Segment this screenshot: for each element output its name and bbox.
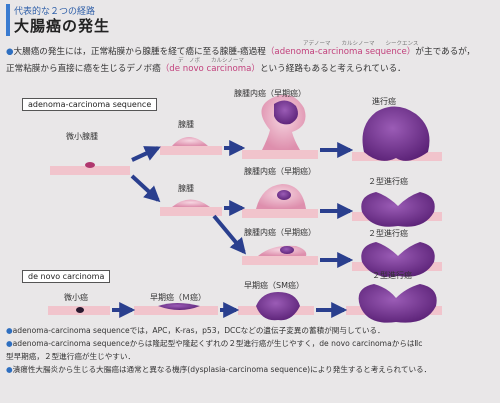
intro-text-1a: 大腸癌の発生には，正常粘膜から腺腫を経て癌に至る腺腫‐癌過程 [13,47,266,57]
label-adenoma: 腺腫 [178,120,194,129]
note-text: adenoma‐carcinoma sequenceでは，APC，K‐ras，p… [12,326,385,335]
type2-advanced-cancer-lesion [361,192,435,227]
label-type2-advanced: ２型進行癌 [368,229,408,238]
label-micro-adenoma: 微小腺腫 [66,132,98,141]
bullet-icon: ● [6,365,13,374]
label-early-m-cancer: 早期癌（Ｍ癌） [150,293,206,302]
progression-arrow [131,146,161,162]
note-item: ●adenoma‐carcinoma sequenceからは隆起型や隆起くずれの… [6,337,496,350]
page-title: 大腸癌の発生 [14,17,111,35]
bullet-icon: ● [6,326,13,335]
intro-paragraph: ●大腸癌の発生には，正常粘膜から腺腫を経て癌に至る腺腫‐癌過程（adenoma‐… [6,44,494,78]
progression-arrow [212,214,247,255]
label-early-sm-cancer: 早期癌（SM癌） [244,281,304,290]
denovo-section-tag: de novo carcinoma [22,270,111,283]
section-eyebrow: 代表的な２つの経路 [14,7,96,17]
type2-advanced-cancer-lesion [358,284,437,323]
intro-text-2b: という経路もあると考えられている． [259,64,406,74]
intramucosal-cancer-focus [280,246,294,254]
mucosa-strip [242,209,318,218]
header-accent-bar [6,4,10,36]
note-text: 型早期癌，２型進行癌が生じやすい． [6,352,136,361]
label-adenoma: 腺腫 [178,184,194,193]
advanced-cancer-lesion [362,106,430,161]
label-intramucosal-cancer: 腺腫内癌（早期癌） [244,167,316,176]
sequence-section-tag: adenoma-carcinoma sequence [22,98,158,111]
note-item: ●adenoma‐carcinoma sequenceでは，APC，K‐ras，… [6,324,496,337]
mucosa-strip [160,207,222,216]
intro-line-1: ●大腸癌の発生には，正常粘膜から腺腫を経て癌に至る腺腫‐癌過程（adenoma‐… [6,44,494,61]
label-intramucosal-cancer: 腺腫内癌（早期癌） [244,228,316,237]
label-advanced-cancer: 進行癌 [372,97,396,106]
intro-text-2a: 正常粘膜から直接に癌を生じるデノボ癌 [6,64,161,74]
progression-arrow [130,174,161,203]
mucosa-strip [242,150,318,159]
bullet-icon: ● [6,339,13,348]
micro-cancer-lesion [76,307,84,313]
intramucosal-cancer-focus [277,190,291,200]
m-cancer-lesion [158,303,200,310]
mucosa-strip [160,146,222,155]
note-item-continued: 型早期癌，２型進行癌が生じやすい． [6,350,496,363]
ruby-annotation-1: アデノーマ カルシノーマ シークエンス [303,41,419,47]
label-type2-advanced: ２型進行癌 [372,271,412,280]
micro-adenoma-lesion [85,162,95,168]
intro-text-1b: が主であるが， [415,47,475,57]
notes-list: ●adenoma‐carcinoma sequenceでは，APC，K‐ras，… [6,324,496,376]
adenoma-lesion [172,137,208,146]
intro-line-2: 正常粘膜から直接に癌を生じるデノボ癌（de novo carcinoma）という… [6,61,494,78]
intro-term-sequence: （adenoma‐carcinoma sequence） [265,47,416,57]
note-item: ●潰瘍性大腸炎から生じる大腸癌は通常と異なる機序(dysplasia‐carci… [6,363,496,376]
bullet-icon: ● [6,47,14,57]
mucosa-strip [134,306,218,315]
label-type2-advanced: ２型進行癌 [368,177,408,186]
sm-cancer-lesion [256,292,300,321]
note-text: 潰瘍性大腸炎から生じる大腸癌は通常と異なる機序(dysplasia‐carcin… [12,365,432,374]
label-intramucosal-cancer: 腺腫内癌（早期癌） [234,89,306,98]
mucosa-strip [242,256,318,265]
label-micro-cancer: 微小癌 [64,293,88,302]
ruby-annotation-2: デ ノボ カルシノーマ [178,58,245,64]
intro-term-denovo: （de novo carcinoma） [160,64,260,74]
type2-advanced-cancer-lesion [361,242,435,277]
note-text: adenoma‐carcinoma sequenceからは隆起型や隆起くずれの２… [12,339,423,348]
mucosa-strip [50,166,130,175]
intramucosal-cancer-focus [274,100,298,125]
adenoma-lesion [172,199,210,207]
